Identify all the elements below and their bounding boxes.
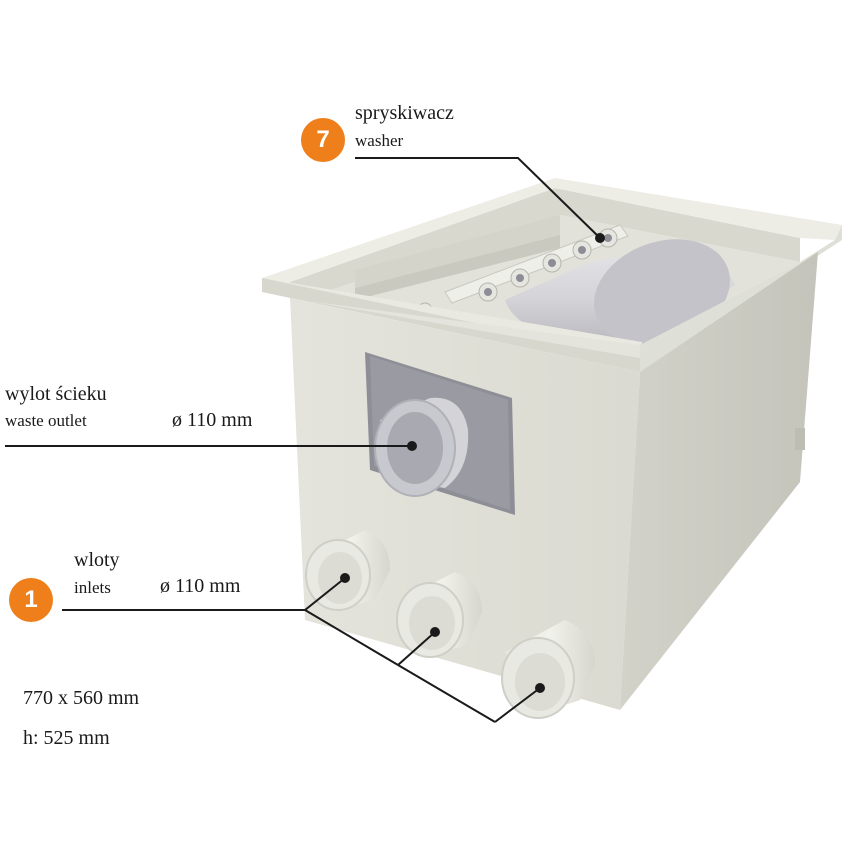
waste-outlet-label-pl: wylot ścieku bbox=[5, 383, 107, 405]
waste-outlet bbox=[365, 352, 515, 515]
leader-inlets-2b bbox=[397, 631, 436, 666]
leader-lines bbox=[5, 157, 601, 723]
side-face bbox=[620, 252, 818, 710]
side-fitting bbox=[795, 428, 805, 450]
waste-outlet-diameter: ø 110 mm bbox=[172, 409, 253, 431]
leader-dots bbox=[340, 233, 605, 693]
inlets-label-en: inlets bbox=[74, 578, 111, 597]
leader-inlets-2 bbox=[304, 609, 399, 666]
leader-inlets-3 bbox=[397, 664, 496, 723]
inner-divider bbox=[355, 215, 560, 288]
dimension-height: h: 525 mm bbox=[23, 727, 110, 749]
dimension-footprint: 770 x 560 mm bbox=[23, 687, 140, 709]
badge-washer: 7 bbox=[301, 118, 345, 162]
washer-spray-bar bbox=[417, 224, 629, 318]
top-rim bbox=[262, 178, 842, 372]
badge-inlets: 1 bbox=[9, 578, 53, 622]
leader-inlets-3b bbox=[494, 687, 541, 723]
inlets-diameter: ø 110 mm bbox=[160, 575, 241, 597]
leader-washer bbox=[355, 157, 601, 239]
inlets-label-pl: wloty bbox=[74, 549, 120, 571]
waste-outlet-label-en: waste outlet bbox=[5, 411, 87, 430]
inlet-pipe-2 bbox=[396, 572, 482, 658]
washer-label-pl: spryskiwacz bbox=[355, 102, 454, 124]
inner-divider-face bbox=[355, 235, 560, 300]
washer-label-en: washer bbox=[355, 131, 404, 150]
inner-back-wall bbox=[290, 188, 800, 300]
